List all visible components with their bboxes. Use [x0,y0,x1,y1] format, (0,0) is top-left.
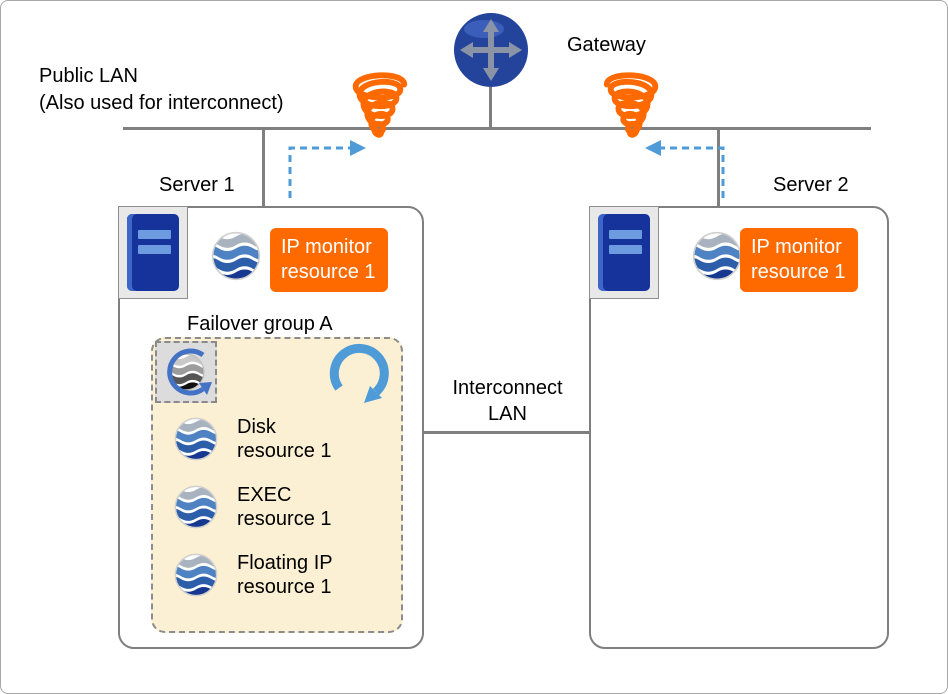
ip-monitor-badge-1: IP monitor resource 1 [270,228,388,292]
ip-monitor-badge-2-line1: IP monitor [751,236,842,258]
public-lan-caption: Public LAN (Also used for interconnect) [39,63,284,117]
exec-resource-icon [173,484,219,530]
ip-monitor-resource-icon-2 [691,230,743,282]
gateway-router-icon [454,13,528,87]
server2-label: Server 2 [773,174,849,196]
failover-group-box: Disk resource 1 EXEC resource 1 Floa [151,337,403,633]
ip-monitor-badge-2-line2: resource 1 [751,261,846,283]
circular-failover-arrow-icon [329,343,389,403]
public-lan-line [123,127,871,130]
exec-resource-label: EXEC resource 1 [237,484,332,530]
server1-box: IP monitor resource 1 Failover group A [118,206,424,649]
disk-resource-label: Disk resource 1 [237,416,332,462]
server-tower-shape [127,214,179,291]
network-coil-icon-right [603,72,659,138]
disk-resource-icon [173,416,219,462]
ping-dashed-arrow-left [288,140,366,198]
ip-monitor-badge-1-line2: resource 1 [281,261,376,283]
ip-monitor-badge-1-line1: IP monitor [281,236,372,258]
failover-group-globe-icon [155,341,217,403]
gateway-connector-line [489,87,492,129]
server1-tower-icon [118,206,188,299]
floating-ip-resource-label: Floating IP resource 1 [237,552,333,598]
interconnect-lan-label: Interconnect LAN [452,377,563,425]
floating-ip-resource-icon [173,552,219,598]
resource-row-exec: EXEC resource 1 [173,483,332,531]
network-coil-icon-left [352,72,408,138]
public-lan-caption-line1: Public LAN [39,65,138,87]
resource-row-floating-ip: Floating IP resource 1 [173,551,333,599]
ip-monitor-resource-icon-1 [210,230,262,282]
server1-label: Server 1 [159,174,235,196]
gateway-label: Gateway [567,34,646,56]
interconnect-lan-line [424,431,589,434]
server2-box: IP monitor resource 1 [589,206,889,649]
server2-tower-icon [589,206,659,299]
public-lan-caption-line2: (Also used for interconnect) [39,92,284,114]
failover-group-title: Failover group A [187,313,333,335]
ip-monitor-badge-2: IP monitor resource 1 [740,228,858,292]
server1-connector-line [262,129,265,208]
ping-dashed-arrow-right [645,140,725,198]
resource-row-disk: Disk resource 1 [173,415,332,463]
server2-connector-line [717,129,720,208]
server-tower-shape [598,214,650,291]
